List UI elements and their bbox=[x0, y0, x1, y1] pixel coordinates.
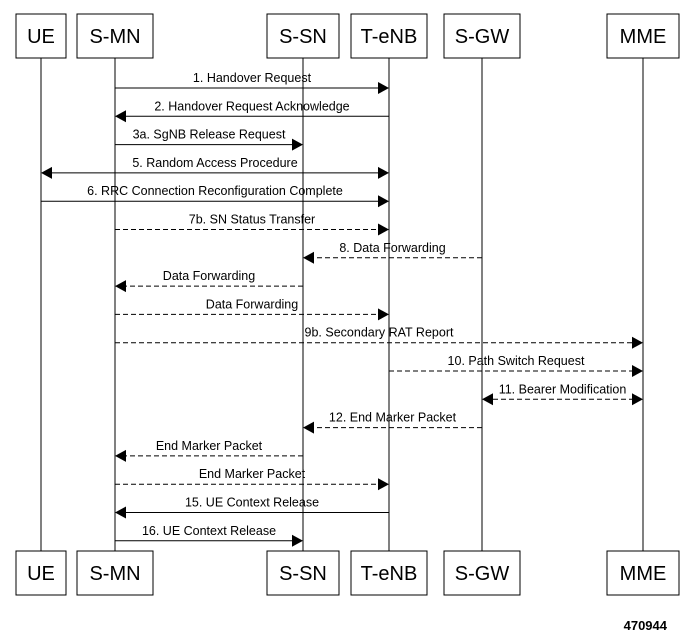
message-16: 15. UE Context Release bbox=[115, 496, 389, 519]
arrow-head bbox=[303, 251, 314, 264]
arrow-head bbox=[378, 223, 389, 236]
messages: 1. Handover Request 2. Handover Request A… bbox=[41, 71, 643, 547]
participant-label: T-eNB bbox=[361, 563, 418, 585]
participant-box bbox=[15, 550, 67, 596]
message-6: 7b. SN Status Transfer bbox=[115, 213, 389, 236]
participant-box bbox=[443, 550, 521, 596]
message-11: 10. Path Switch Request bbox=[389, 354, 643, 377]
participant-sgw-top: S-GW bbox=[443, 13, 521, 59]
participant-label: S-SN bbox=[279, 563, 327, 585]
message-3: 3a. SgNB Release Request bbox=[115, 128, 303, 151]
lifelines bbox=[40, 58, 644, 551]
participant-mme-top: MME bbox=[606, 13, 680, 59]
message-label: End Marker Packet bbox=[156, 439, 263, 453]
arrow-head bbox=[378, 308, 389, 321]
message-label: 3a. SgNB Release Request bbox=[133, 128, 286, 142]
message-12: 11. Bearer Modification bbox=[482, 382, 643, 406]
participant-box bbox=[606, 550, 680, 596]
participant-label: MME bbox=[620, 26, 667, 48]
message-label: 5. Random Access Procedure bbox=[132, 156, 297, 170]
participant-smn-bottom: S-MN bbox=[76, 550, 154, 596]
message-8: Data Forwarding bbox=[115, 269, 303, 293]
message-label: 15. UE Context Release bbox=[185, 496, 319, 510]
arrow-head bbox=[41, 166, 52, 179]
message-label: 8. Data Forwarding bbox=[339, 241, 445, 255]
participant-label: MME bbox=[620, 563, 667, 585]
arrow-head bbox=[482, 393, 493, 406]
message-label: 9b. Secondary RAT Report bbox=[305, 326, 454, 340]
participant-box bbox=[266, 550, 340, 596]
participant-box bbox=[266, 13, 340, 59]
participant-tenb-bottom: T-eNB bbox=[350, 550, 428, 596]
participant-box bbox=[76, 550, 154, 596]
participant-label: S-SN bbox=[279, 26, 327, 48]
message-label: 10. Path Switch Request bbox=[448, 354, 585, 368]
arrow-head bbox=[292, 534, 303, 547]
participant-box bbox=[350, 550, 428, 596]
message-10: 9b. Secondary RAT Report bbox=[115, 326, 643, 349]
message-14: End Marker Packet bbox=[115, 439, 303, 462]
arrow-head bbox=[115, 506, 126, 519]
message-label: 16. UE Context Release bbox=[142, 524, 276, 538]
participant-ue-top: UE bbox=[15, 13, 67, 59]
message-1: 1. Handover Request bbox=[115, 71, 389, 94]
arrow-head bbox=[632, 393, 643, 406]
participant-smn-top: S-MN bbox=[76, 13, 154, 59]
message-5: 6. RRC Connection Reconfiguration Comple… bbox=[41, 184, 389, 208]
arrow-head bbox=[292, 138, 303, 151]
arrow-head bbox=[632, 336, 643, 349]
arrow-head bbox=[378, 166, 389, 179]
participant-box bbox=[606, 13, 680, 59]
arrow-head bbox=[303, 421, 314, 434]
arrow-head bbox=[378, 195, 389, 208]
participant-sgw-bottom: S-GW bbox=[443, 550, 521, 596]
message-label: 6. RRC Connection Reconfiguration Comple… bbox=[87, 184, 343, 198]
message-label: End Marker Packet bbox=[199, 467, 306, 481]
participant-box bbox=[443, 13, 521, 59]
participant-ssn-bottom: S-SN bbox=[266, 550, 340, 596]
participant-box bbox=[15, 13, 67, 59]
participant-label: S-GW bbox=[455, 563, 510, 585]
message-label: 2. Handover Request Acknowledge bbox=[154, 99, 349, 113]
message-17: 16. UE Context Release bbox=[115, 524, 303, 547]
arrow-head bbox=[378, 478, 389, 491]
participant-tenb-top: T-eNB bbox=[350, 13, 428, 59]
participant-label: T-eNB bbox=[361, 26, 418, 48]
participant-label: UE bbox=[27, 26, 55, 48]
arrow-head bbox=[115, 110, 126, 123]
arrow-head bbox=[632, 365, 643, 377]
participant-box bbox=[350, 13, 428, 59]
figure-id: 470944 bbox=[624, 618, 668, 633]
message-7: 8. Data Forwarding bbox=[303, 241, 482, 264]
message-label: 7b. SN Status Transfer bbox=[189, 213, 315, 227]
message-label: 11. Bearer Modification bbox=[499, 382, 627, 396]
message-13: 12. End Marker Packet bbox=[303, 411, 482, 434]
participant-label: S-MN bbox=[89, 563, 140, 585]
participant-ssn-top: S-SN bbox=[266, 13, 340, 59]
participant-boxes: UE UE S-MN S-MN S-SN S-SN T-eNB T-eNB S-GW S-GW MM… bbox=[15, 13, 680, 596]
message-2: 2. Handover Request Acknowledge bbox=[115, 99, 389, 123]
message-15: End Marker Packet bbox=[115, 467, 389, 491]
arrow-head bbox=[115, 449, 126, 462]
message-label: Data Forwarding bbox=[206, 297, 298, 311]
participant-label: S-MN bbox=[89, 26, 140, 48]
message-label: 12. End Marker Packet bbox=[329, 411, 457, 425]
arrow-head bbox=[378, 82, 389, 94]
participant-box bbox=[76, 13, 154, 59]
message-label: Data Forwarding bbox=[163, 269, 255, 283]
participant-ue-bottom: UE bbox=[15, 550, 67, 596]
message-label: 1. Handover Request bbox=[193, 71, 312, 85]
message-4: 5. Random Access Procedure bbox=[41, 156, 389, 179]
participant-label: S-GW bbox=[455, 26, 510, 48]
participant-mme-bottom: MME bbox=[606, 550, 680, 596]
participant-label: UE bbox=[27, 563, 55, 585]
message-9: Data Forwarding bbox=[115, 297, 389, 321]
arrow-head bbox=[115, 280, 126, 293]
